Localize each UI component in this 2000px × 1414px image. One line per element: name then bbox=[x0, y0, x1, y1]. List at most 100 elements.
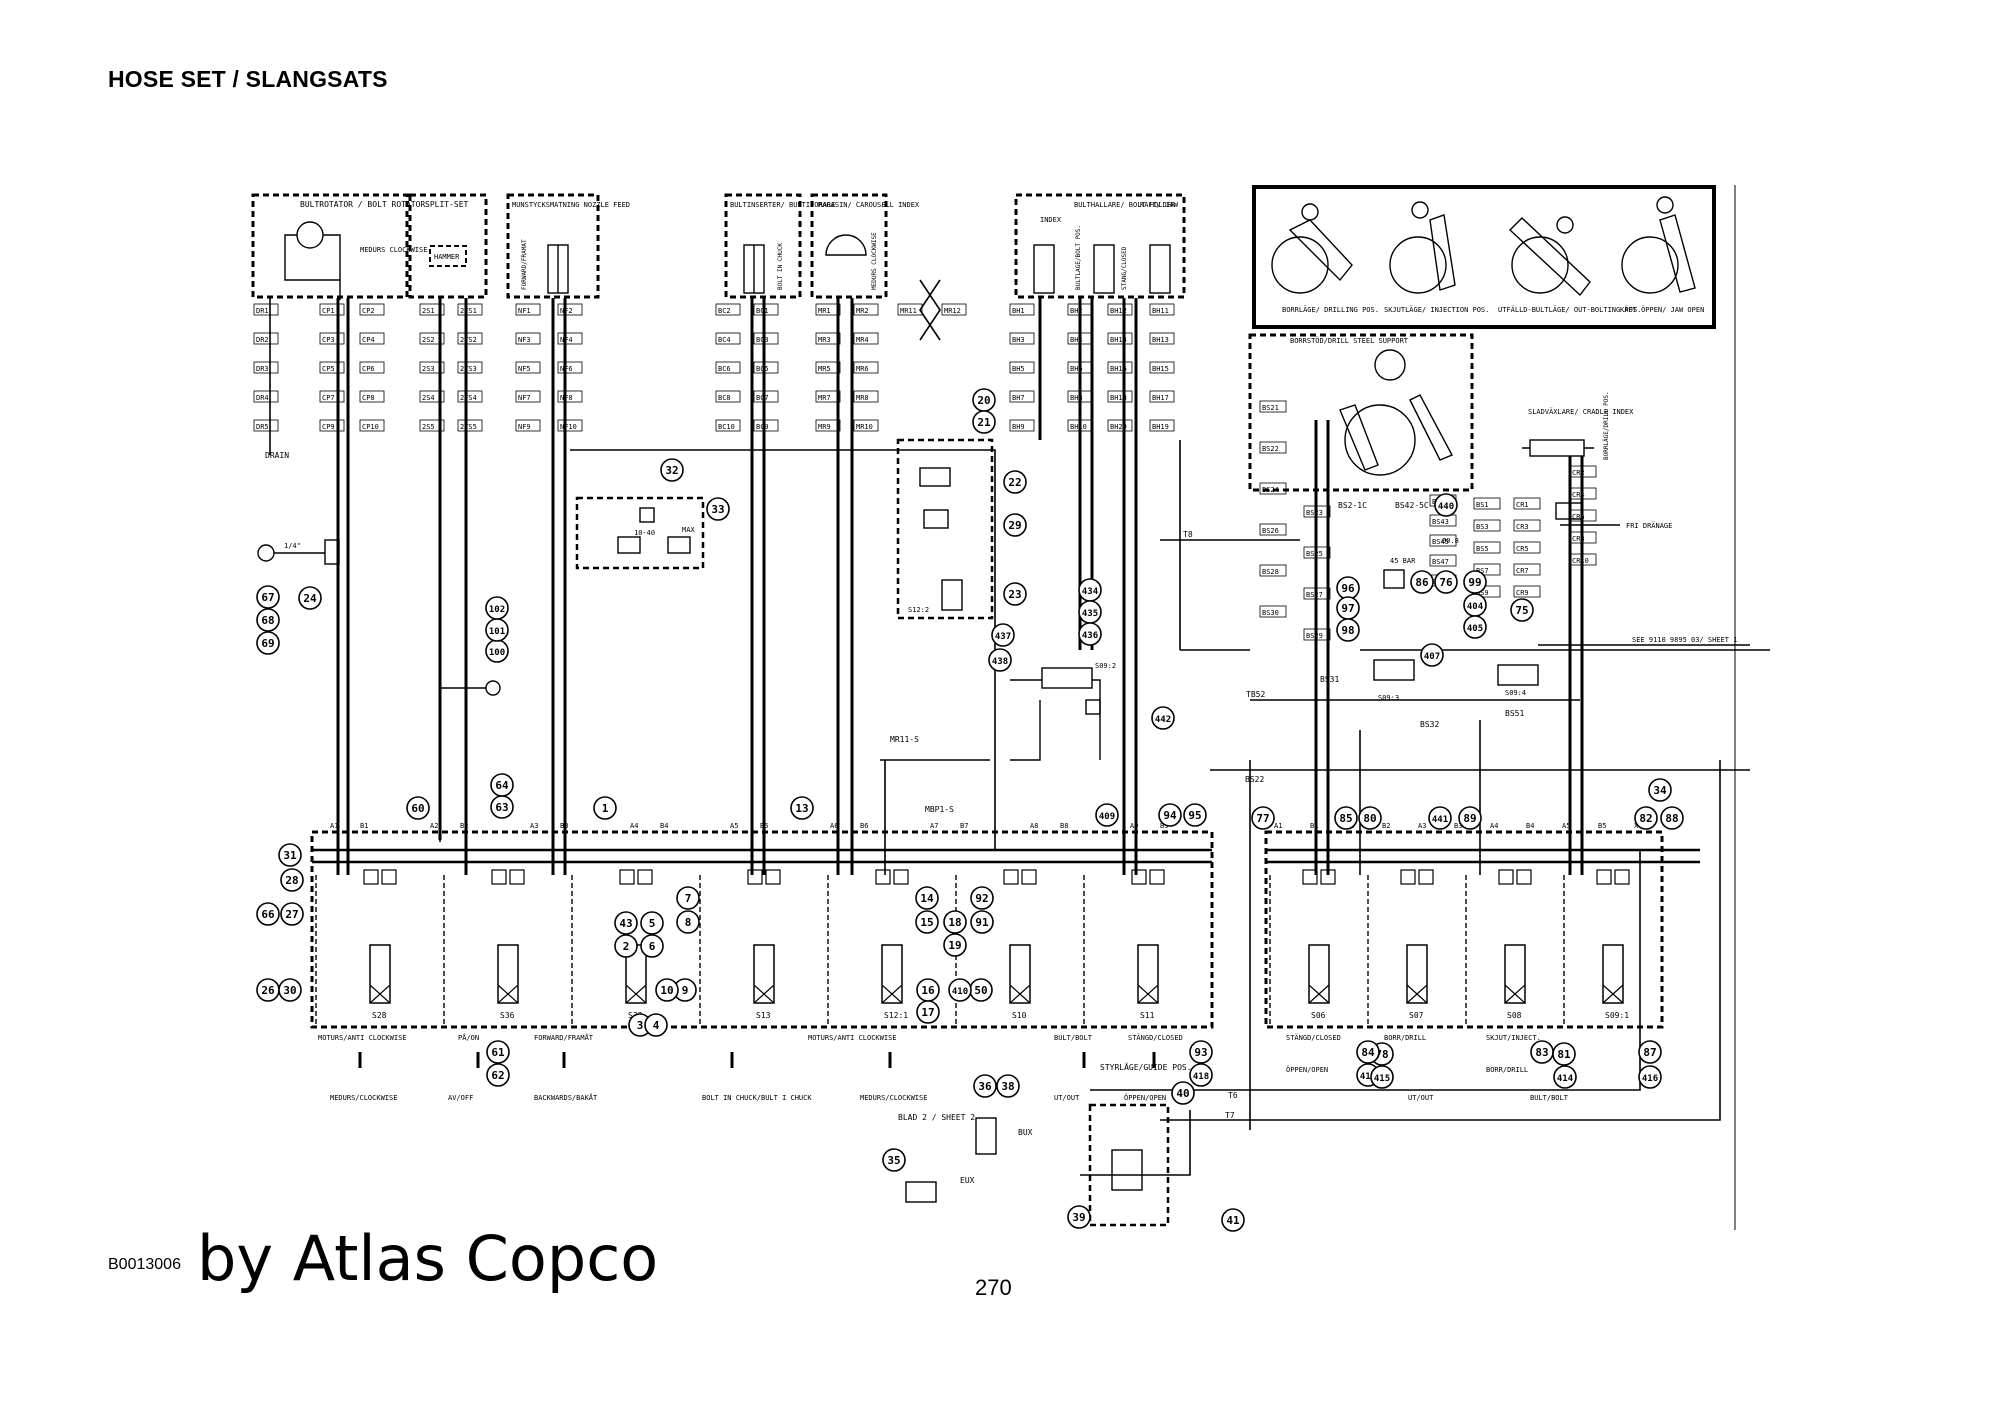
port-label-box bbox=[715, 332, 741, 345]
port-label: DR2 bbox=[256, 336, 269, 344]
bank-port-label: B1 bbox=[360, 822, 368, 830]
port-label-box bbox=[853, 390, 879, 403]
port-label: MR10 bbox=[856, 423, 873, 431]
cradle-index: SLADVÄXLARE/ CRADLE INDEX BORRLÄGE/DRILL… bbox=[1522, 391, 1634, 460]
port-label: DR3 bbox=[256, 365, 269, 373]
label-cradle-side: BORRLÄGE/DRILL POS. bbox=[1603, 391, 1610, 460]
pressure-gauge-icon bbox=[257, 544, 275, 562]
label-bolt-holder: BULTHALLARE/ BOLT HOLDER bbox=[1074, 201, 1176, 209]
callout-434: 434 bbox=[1078, 578, 1102, 602]
port-label: CP8 bbox=[362, 394, 375, 402]
port-label-box bbox=[1149, 390, 1175, 403]
callout-414: 414 bbox=[1553, 1065, 1577, 1089]
callout-number: 7 bbox=[685, 892, 692, 905]
port-label: BC7 bbox=[756, 394, 769, 402]
port-label-box bbox=[1513, 563, 1541, 576]
callout-number: 89 bbox=[1463, 812, 1476, 825]
boom-position-icon bbox=[1621, 196, 1696, 294]
callout-number: 39 bbox=[1072, 1211, 1085, 1224]
callout-8: 8 bbox=[676, 910, 700, 934]
callout-32: 32 bbox=[660, 458, 684, 482]
callout-100: 100 bbox=[485, 639, 509, 663]
port-label: BS26 bbox=[1262, 527, 1279, 535]
callout-83: 83 bbox=[1530, 1040, 1554, 1064]
port-label-box bbox=[457, 390, 483, 403]
port-label: MR9 bbox=[818, 423, 831, 431]
cylinder-icon bbox=[1093, 244, 1115, 294]
callout-60: 60 bbox=[406, 796, 430, 820]
callout-number: 9 bbox=[682, 984, 689, 997]
callout-24: 24 bbox=[298, 586, 322, 610]
port-label: CP3 bbox=[322, 336, 335, 344]
callout-437: 437 bbox=[991, 623, 1015, 647]
label-injection-pos: SKJUTLÄGE/ INJECTION POS. bbox=[1384, 305, 1489, 314]
check-valve-icon bbox=[363, 869, 379, 885]
port-label: BS30 bbox=[1262, 609, 1279, 617]
port-label: BC5 bbox=[756, 365, 769, 373]
bank-top-label: STÄNGD/CLOSED bbox=[1128, 1033, 1183, 1042]
port-label-box bbox=[253, 419, 279, 432]
callout-40: 40 bbox=[1171, 1081, 1195, 1105]
callout-4: 4 bbox=[644, 1013, 668, 1037]
valve-section-label: S06 bbox=[1311, 1011, 1326, 1020]
callout-87: 87 bbox=[1638, 1040, 1662, 1064]
port-label-box bbox=[1473, 497, 1501, 510]
callout-5: 5 bbox=[640, 911, 664, 935]
label-blad2: BLAD 2 / SHEET 2 bbox=[898, 1113, 975, 1122]
label-eux: EUX bbox=[960, 1176, 975, 1185]
valve-cross-mark bbox=[1137, 984, 1159, 1004]
callout-number: 20 bbox=[977, 394, 990, 407]
port-label-box bbox=[253, 303, 279, 316]
port-label: BC8 bbox=[718, 394, 731, 402]
valve-section-label: S10 bbox=[1012, 1011, 1027, 1020]
port-label: BS24 bbox=[1262, 486, 1279, 494]
valve-spool-icon bbox=[1111, 1149, 1143, 1191]
callout-1: 1 bbox=[593, 796, 617, 820]
label-orifice: Ø0.8 bbox=[1442, 537, 1459, 545]
callout-63: 63 bbox=[490, 795, 514, 819]
port-label-box bbox=[359, 419, 385, 432]
bank-port-label: B4 bbox=[660, 822, 668, 830]
check-valve-icon bbox=[919, 467, 951, 487]
valve-cross-mark bbox=[497, 984, 519, 1004]
label-hose-t8: T8 bbox=[1183, 530, 1193, 539]
port-label-box bbox=[1513, 497, 1541, 510]
label-hammer: HAMMER bbox=[434, 253, 460, 261]
valve-cross-mark bbox=[1009, 984, 1031, 1004]
callout-41: 41 bbox=[1221, 1208, 1245, 1232]
valve-cross-mark bbox=[753, 984, 775, 1004]
port-label-box bbox=[1107, 419, 1133, 432]
check-valve-icon bbox=[1085, 699, 1101, 715]
callout-440: 440 bbox=[1434, 493, 1458, 517]
misc-labels: DRAIN T8 T7 T6 BLAD 2 / SHEET 2 BUX EUX … bbox=[265, 451, 1524, 1185]
port-label: BS5 bbox=[1476, 545, 1489, 553]
label-bs32: BS32 bbox=[1420, 720, 1439, 729]
valve-s09-4: S09:4 SEE 9110 9895 03/ SHEET 1 FRI DRÄN… bbox=[1497, 502, 1750, 697]
callout-84: 84 bbox=[1356, 1040, 1380, 1064]
callout-number: 84 bbox=[1361, 1046, 1375, 1059]
bank-bottom-label: BACKWARDS/BAKÅT bbox=[534, 1093, 598, 1102]
callout-number: 18 bbox=[948, 916, 961, 929]
port-label: MR11 bbox=[900, 307, 917, 315]
port-label: 2S1 bbox=[422, 307, 435, 315]
callout-36: 36 bbox=[973, 1074, 997, 1098]
pressure-gauge-icon bbox=[485, 680, 501, 696]
port-label-box bbox=[557, 390, 583, 403]
callout-number: 405 bbox=[1467, 624, 1483, 634]
bank-port-label: A6 bbox=[830, 822, 838, 830]
port-label-box bbox=[1009, 332, 1035, 345]
callout-number: 50 bbox=[974, 984, 987, 997]
callout-number: 6 bbox=[649, 940, 656, 953]
port-label: 2TS3 bbox=[460, 365, 477, 373]
port-label: BS27 bbox=[1306, 591, 1323, 599]
label-max: MAX bbox=[682, 526, 695, 534]
callout-409: 409 bbox=[1095, 803, 1119, 827]
port-label-box bbox=[753, 419, 779, 432]
bank-port-label: B6 bbox=[860, 822, 868, 830]
callout-64: 64 bbox=[490, 773, 514, 797]
valve-spool-icon bbox=[753, 944, 775, 1004]
hydraulic-motor-icon bbox=[825, 234, 867, 256]
label-bs51: BS51 bbox=[1505, 709, 1524, 718]
valve-spool-icon bbox=[1373, 659, 1415, 681]
port-label: MR1 bbox=[818, 307, 831, 315]
